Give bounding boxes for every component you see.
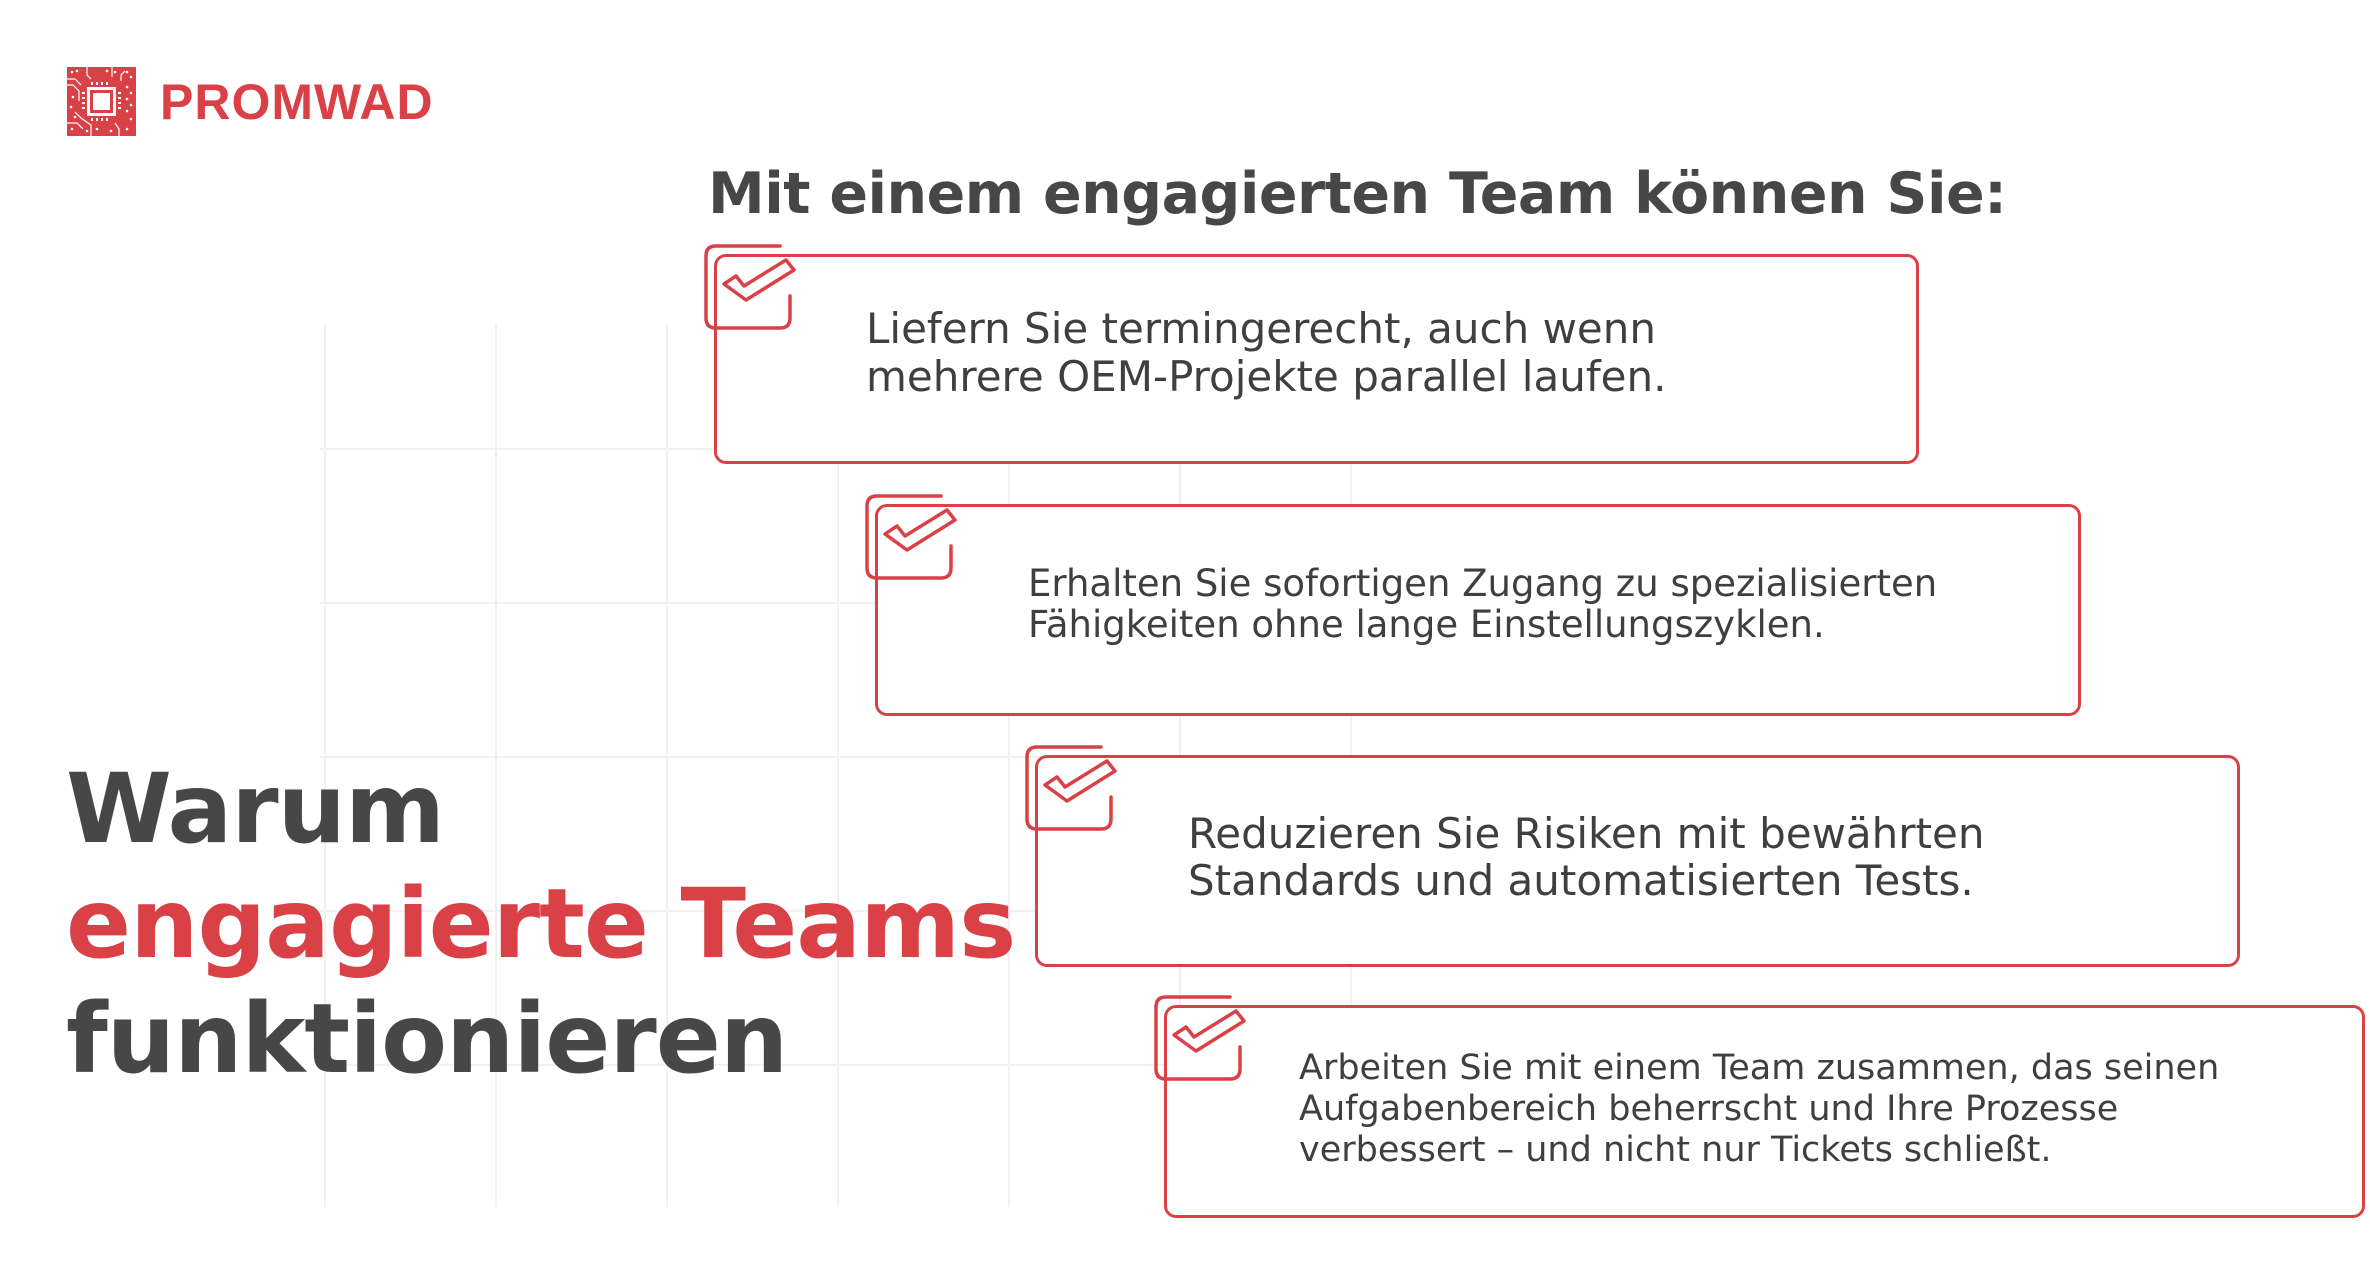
circuit-chip-icon [67, 67, 136, 136]
title-line-3: funktionieren [66, 983, 788, 1095]
checkbox-check-icon [1025, 745, 1117, 831]
promwad-logo: PROMWAD [67, 67, 434, 136]
benefit-card-2 [875, 504, 2081, 716]
main-heading: Mit einem engagierten Team können Sie: [708, 161, 2007, 227]
benefit-text-1: Liefern Sie termingerecht, auch wenn meh… [866, 304, 1667, 401]
benefit-card-4 [1164, 1005, 2365, 1218]
title-line-1: Warum [66, 753, 445, 865]
checkbox-check-icon [704, 244, 796, 330]
checkbox-check-icon [1154, 995, 1246, 1081]
benefit-card-3 [1035, 755, 2240, 967]
benefit-card-1 [714, 254, 1919, 464]
benefit-text-3: Reduzieren Sie Risiken mit bewährten Sta… [1188, 809, 1985, 905]
benefit-text-4: Arbeiten Sie mit einem Team zusammen, da… [1299, 1048, 2220, 1170]
page-title: Warum engagierte Teams funktionieren [66, 752, 1016, 1097]
title-line-highlight: engagierte Teams [66, 868, 1016, 980]
checkbox-check-icon [865, 494, 957, 580]
benefit-text-2: Erhalten Sie sofortigen Zugang zu spezia… [1028, 562, 1938, 646]
logo-text: PROMWAD [160, 73, 434, 130]
